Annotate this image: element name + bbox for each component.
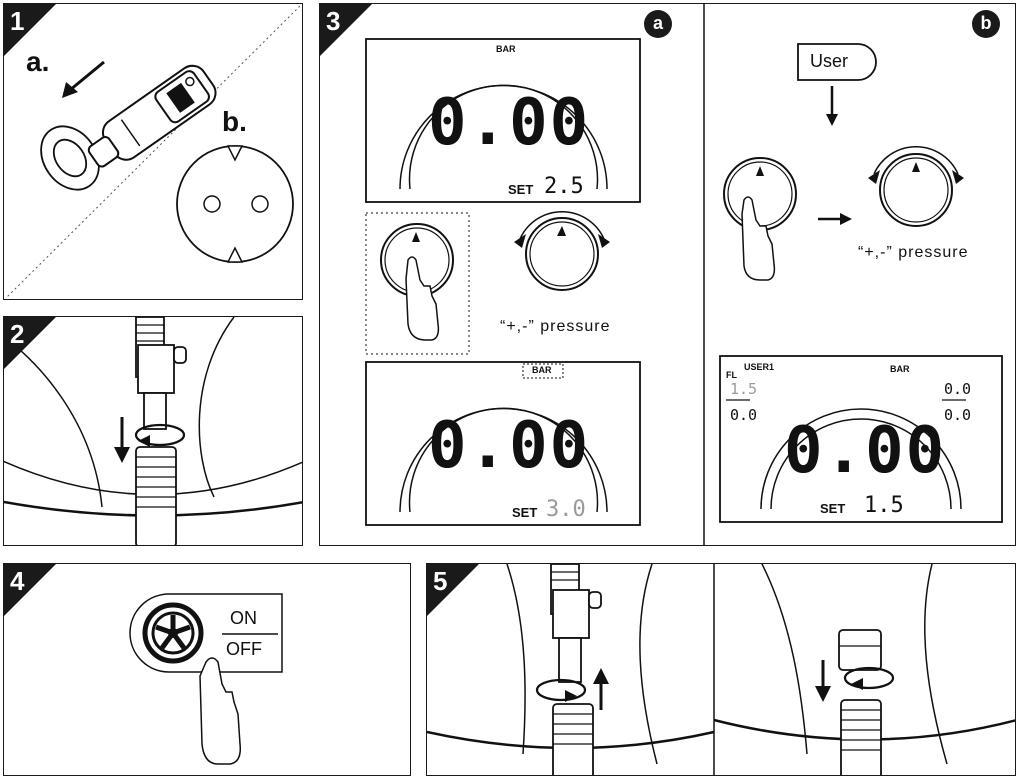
step-3-panel: 3 a b BAR 0.00 SET 2.5 “+,-” pressure BA… [319, 3, 1016, 546]
step-4-number: 4 [10, 566, 25, 596]
step-3-number: 3 [326, 6, 341, 36]
set-label-bottom: SET [512, 505, 538, 520]
car-plug [87, 64, 217, 168]
step-4-illustration [129, 593, 283, 765]
set-value-top: 2.5 [544, 174, 584, 199]
unit-label-top: BAR [496, 44, 516, 54]
substep-b-badge: b [972, 10, 1000, 38]
display-b [719, 355, 1003, 523]
tyre-fr-target: 0.0 [944, 380, 972, 398]
substep-a-badge: a [644, 10, 672, 38]
tyre-fr-current: 0.0 [944, 406, 972, 424]
step-2-illustration [4, 317, 302, 545]
step-1-number: 1 [10, 6, 25, 36]
step-5-corner [427, 564, 479, 616]
off-label: OFF [226, 639, 262, 659]
step-1-panel: 1 a. b. [3, 3, 303, 300]
unit-label-b: BAR [890, 364, 910, 374]
fl-label: FL [726, 370, 737, 380]
set-value-bottom: 3.0 [546, 497, 586, 522]
tyre-fl-current: 0.0 [730, 406, 758, 424]
step-5-number: 5 [433, 566, 448, 596]
step-1-illustration [5, 5, 301, 299]
unit-label-bottom: BAR [532, 365, 552, 375]
user1-label: USER1 [744, 362, 775, 372]
step-3-corner [320, 4, 372, 56]
display-top [365, 38, 641, 203]
step-2-panel: 2 [3, 316, 303, 546]
pressure-value-b: 0.00 [784, 414, 947, 488]
pressure-value-bottom: 0.00 [428, 409, 591, 483]
knob-b-rotate [879, 153, 953, 227]
pressure-value-top: 0.00 [428, 86, 591, 160]
step-3-illustration [365, 4, 1003, 545]
selection-frame [365, 212, 470, 355]
step-2-corner [4, 317, 56, 369]
valve-cap [838, 629, 882, 671]
set-label-top: SET [508, 182, 534, 197]
set-value-b: 1.5 [864, 493, 904, 518]
tyre-fl-target: 1.5 [730, 380, 758, 398]
step-5-panel: 5 [426, 563, 1016, 776]
step-4-corner [4, 564, 56, 616]
wall-socket [176, 145, 294, 263]
step-5-illustration [427, 564, 1015, 775]
set-label-b: SET [820, 501, 846, 516]
pressure-label-a: “+,-” pressure [500, 318, 611, 335]
step-4-panel: 4 ON OFF [3, 563, 411, 776]
user-button [797, 43, 877, 81]
label-b: b. [222, 106, 247, 137]
label-a: a. [26, 46, 50, 77]
user-button-label: User [810, 51, 849, 71]
pressure-label-b: “+,-” pressure [858, 244, 969, 261]
step-1-corner [4, 4, 56, 56]
knob-rotate [525, 217, 599, 291]
on-label: ON [230, 608, 257, 628]
display-bottom [365, 361, 641, 526]
step-2-number: 2 [10, 319, 25, 349]
